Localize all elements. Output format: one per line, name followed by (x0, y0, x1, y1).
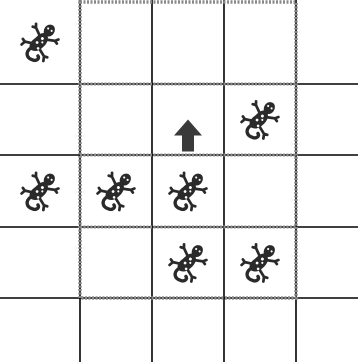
up-arrow-icon[interactable] (174, 120, 202, 152)
lizard-icon[interactable] (16, 165, 64, 216)
lizard-icon[interactable] (236, 236, 284, 287)
lizard-icon[interactable] (236, 93, 284, 144)
lizard-icon[interactable] (164, 236, 212, 287)
lizard-icon[interactable] (16, 16, 64, 67)
lizard-icon[interactable] (92, 165, 140, 216)
board-pieces (16, 16, 284, 287)
lizard-icon[interactable] (164, 165, 212, 216)
